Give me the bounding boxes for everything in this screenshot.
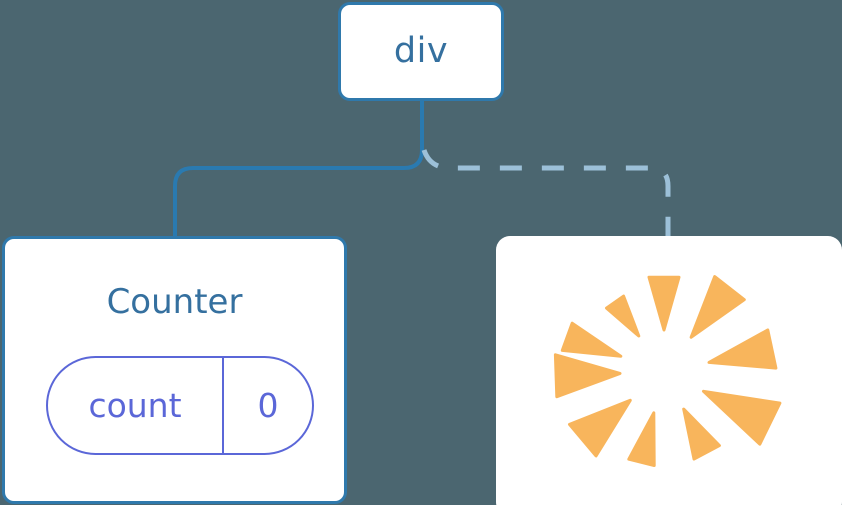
edge-div-to-burst <box>421 149 671 238</box>
state-pill-value: 0 <box>257 386 279 425</box>
burst-ray-3 <box>553 353 622 399</box>
burst-ray-4 <box>568 398 632 458</box>
state-pill-key: count <box>48 358 224 453</box>
node-burst[interactable] <box>496 236 842 505</box>
burst-ray-1 <box>605 294 641 338</box>
burst-ray-0 <box>647 275 681 332</box>
burst-ray-7 <box>702 389 782 446</box>
state-pill[interactable]: count 0 <box>46 356 314 455</box>
node-div-label: div <box>393 31 449 71</box>
burst-ray-9 <box>689 275 746 339</box>
burst-ray-8 <box>707 328 778 370</box>
burst-ray-2 <box>560 321 623 358</box>
burst-ray-6 <box>682 407 721 461</box>
node-counter-label: Counter <box>106 282 243 322</box>
sparkle-burst-icon <box>553 275 782 467</box>
burst-ray-5 <box>627 411 656 467</box>
node-counter[interactable]: Counter count 0 <box>2 236 347 504</box>
node-div[interactable]: div <box>338 2 504 101</box>
edge-div-to-counter <box>173 99 424 240</box>
